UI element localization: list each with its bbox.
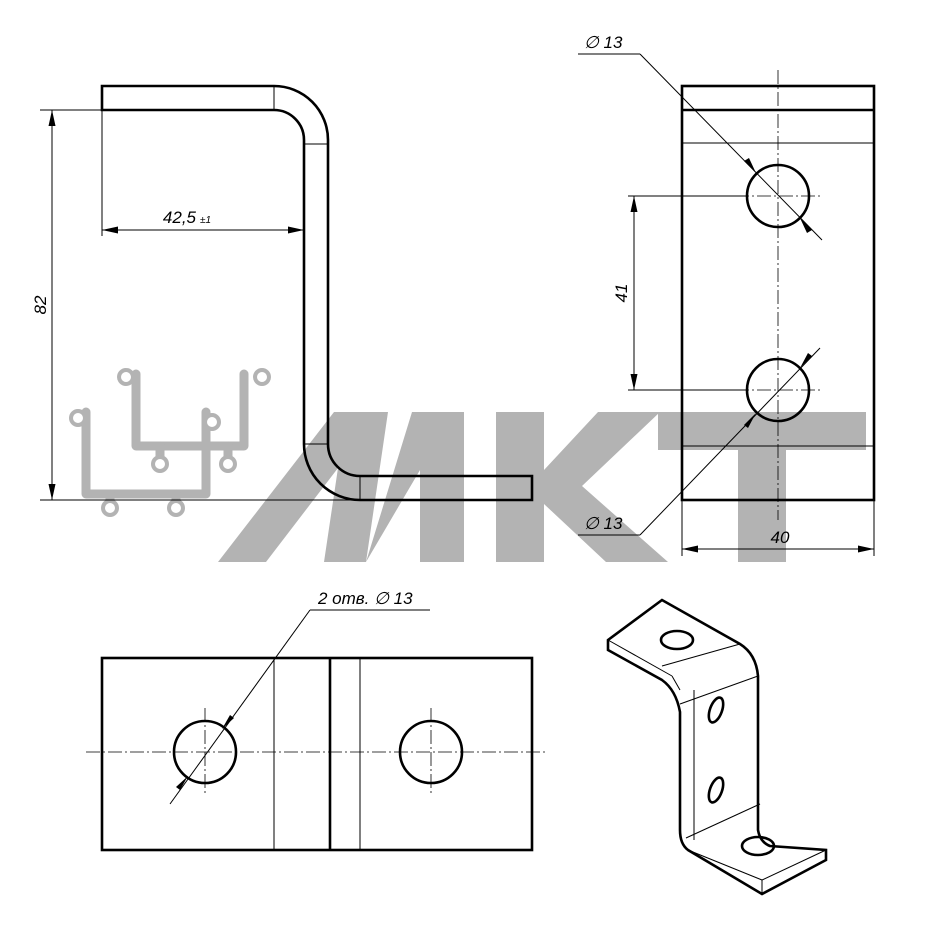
u-bracket-logo-icon <box>69 368 271 517</box>
front-view: 82 42,5 ±1 <box>31 84 534 502</box>
iso-hole-vertical-upper <box>707 696 725 724</box>
side-width-dimension: 40 <box>681 500 875 556</box>
width-dimension-label: 42,5 <box>163 208 197 227</box>
side-width-label: 40 <box>771 528 790 547</box>
bottom-hole-callout: ∅ 13 <box>578 347 821 536</box>
iso-hole-top-tab <box>659 629 695 651</box>
watermark-text <box>218 412 866 562</box>
watermark <box>69 368 866 562</box>
top-hole-dimension-label: ∅ 13 <box>584 33 623 52</box>
height-dimension-label: 82 <box>31 295 50 314</box>
height-dimension: 82 <box>31 109 360 501</box>
width-dimension: 42,5 ±1 <box>101 110 304 236</box>
holes-callout-label: 2 отв. ∅ 13 <box>317 589 413 608</box>
hole-spacing-dimension: 41 <box>612 195 747 391</box>
iso-hole-vertical-lower <box>707 776 725 804</box>
bottom-hole-dimension-label: ∅ 13 <box>584 514 623 533</box>
z-bracket-profile <box>100 84 534 502</box>
hole-spacing-label: 41 <box>612 284 631 303</box>
iso-hole-bottom-tab <box>740 835 776 857</box>
width-tolerance-label: ±1 <box>200 215 211 226</box>
side-view: ∅ 13 ∅ 13 41 40 <box>578 33 876 556</box>
top-hole-callout: ∅ 13 <box>578 33 823 241</box>
top-view: 2 отв. ∅ 13 <box>86 589 548 852</box>
holes-callout: 2 отв. ∅ 13 <box>169 589 430 805</box>
isometric-view <box>606 598 828 896</box>
top-view-outline <box>100 656 534 852</box>
iso-top-tab <box>606 598 828 896</box>
